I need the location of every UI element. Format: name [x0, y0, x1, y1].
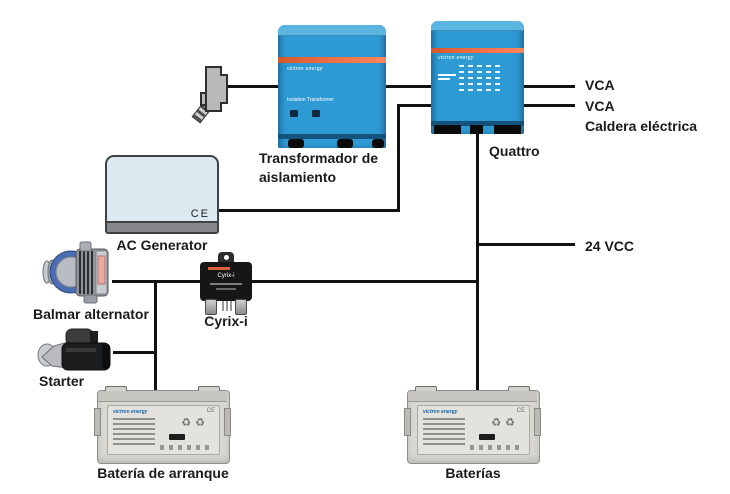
- battery-handle: [534, 408, 541, 436]
- accent-stripe: [278, 57, 386, 63]
- device-lid: [278, 25, 386, 36]
- terminal-stud: [205, 299, 217, 315]
- victron-logo: victron energy: [438, 55, 474, 61]
- recycle-icons: ♻♻: [491, 417, 519, 429]
- wire-generator-horizontal: [217, 209, 400, 212]
- device-bottom-strip: [431, 121, 524, 126]
- terminal-pin: [230, 301, 232, 311]
- balmar-alternator-image: [42, 241, 109, 304]
- balmar-label: Balmar alternator: [33, 306, 149, 322]
- accent-stripe: [431, 48, 524, 53]
- victron-logo: victron energy: [113, 409, 148, 415]
- starter-battery-device: victron energy CE ♻♻: [94, 386, 231, 464]
- connector-port: [312, 110, 320, 117]
- ac-generator-base: [105, 221, 219, 234]
- certification-icons: [160, 445, 213, 450]
- connector-block: [494, 125, 521, 134]
- wire-starter-branch: [113, 351, 157, 354]
- cyrix-label: Cyrix-i: [204, 313, 248, 329]
- battery-top: [408, 391, 537, 402]
- wire-24vcc-branch: [476, 243, 575, 246]
- terminal-pin: [226, 301, 228, 311]
- victron-logo: victron energy: [423, 409, 458, 415]
- caldera-electrica-label: Caldera eléctrica: [585, 118, 698, 134]
- terminal-stud: [235, 299, 247, 315]
- battery-spec-text-lines: [113, 418, 155, 448]
- victron-logo: victron energy: [287, 66, 323, 72]
- vca-bottom-label: VCA: [585, 98, 615, 114]
- quattro-label: Quattro: [489, 143, 540, 159]
- battery-handle: [404, 408, 411, 436]
- house-battery-device: victron energy CE ♻♻: [404, 386, 541, 464]
- model-text-mark: [438, 78, 450, 80]
- device-foot: [288, 139, 304, 148]
- battery-label-face: victron energy CE ♻♻: [417, 405, 530, 455]
- 24vcc-label: 24 VCC: [585, 238, 635, 254]
- starter-motor-image: [37, 328, 111, 371]
- transformer-label: Transformador de aislamiento: [259, 150, 379, 185]
- battery-handle: [224, 408, 231, 436]
- device-bottom-strip: [278, 134, 386, 139]
- battery-spec-text-lines: [423, 418, 465, 448]
- device-foot: [337, 139, 353, 148]
- ce-mark-small: CE: [516, 408, 525, 414]
- vca-top-label: VCA: [585, 77, 615, 93]
- shore-power-plug-icon: [191, 66, 228, 124]
- battery-handle: [94, 408, 101, 436]
- house-battery-label: Baterías: [445, 465, 501, 481]
- cyrix-model-text: Cyrix-i: [217, 273, 235, 279]
- certification-icons: [470, 445, 523, 450]
- wire-dc-vertical: [476, 132, 479, 390]
- pb-mark: [479, 434, 495, 440]
- device-lid: [431, 21, 524, 31]
- isolation-transformer-device: victron energy Isolation Transformer: [278, 25, 386, 148]
- transformer-model-text: Isolation Transformer: [287, 97, 334, 103]
- control-panel: [459, 61, 501, 95]
- starter-battery-label: Batería de arranque: [97, 465, 229, 481]
- mounting-hole: [224, 255, 229, 260]
- battery-label-face: victron energy CE ♻♻: [107, 405, 220, 455]
- connector-block: [470, 125, 483, 134]
- model-text-mark: [438, 74, 456, 76]
- wire-quattro-vca-out-2: [524, 104, 575, 107]
- cyrix-text-line: [210, 283, 242, 285]
- starter-label: Starter: [39, 373, 85, 389]
- recycle-icons: ♻♻: [181, 417, 209, 429]
- cyrix-device: Cyrix-i: [200, 252, 252, 315]
- wire-starter-battery-vertical: [154, 280, 157, 390]
- ce-mark-small: CE: [206, 408, 215, 414]
- wire-generator-vertical: [397, 104, 400, 212]
- battery-top: [98, 391, 227, 402]
- ce-mark: CE: [190, 208, 210, 220]
- connector-block: [434, 125, 461, 134]
- connector-port: [290, 110, 298, 117]
- terminal-pin: [222, 301, 224, 311]
- generator-label: AC Generator: [116, 237, 208, 253]
- wire-generator-to-quattro: [397, 104, 432, 107]
- wire-quattro-vca-out-1: [524, 85, 575, 88]
- quattro-device: victron energy: [431, 21, 524, 134]
- victron-logo: [208, 267, 230, 270]
- ac-generator-device: CE: [105, 155, 219, 223]
- device-foot: [372, 139, 384, 148]
- pb-mark: [169, 434, 185, 440]
- wire-dc-bus-horizontal: [112, 280, 479, 283]
- plug-lug: [220, 74, 228, 104]
- cyrix-text-line: [216, 288, 236, 290]
